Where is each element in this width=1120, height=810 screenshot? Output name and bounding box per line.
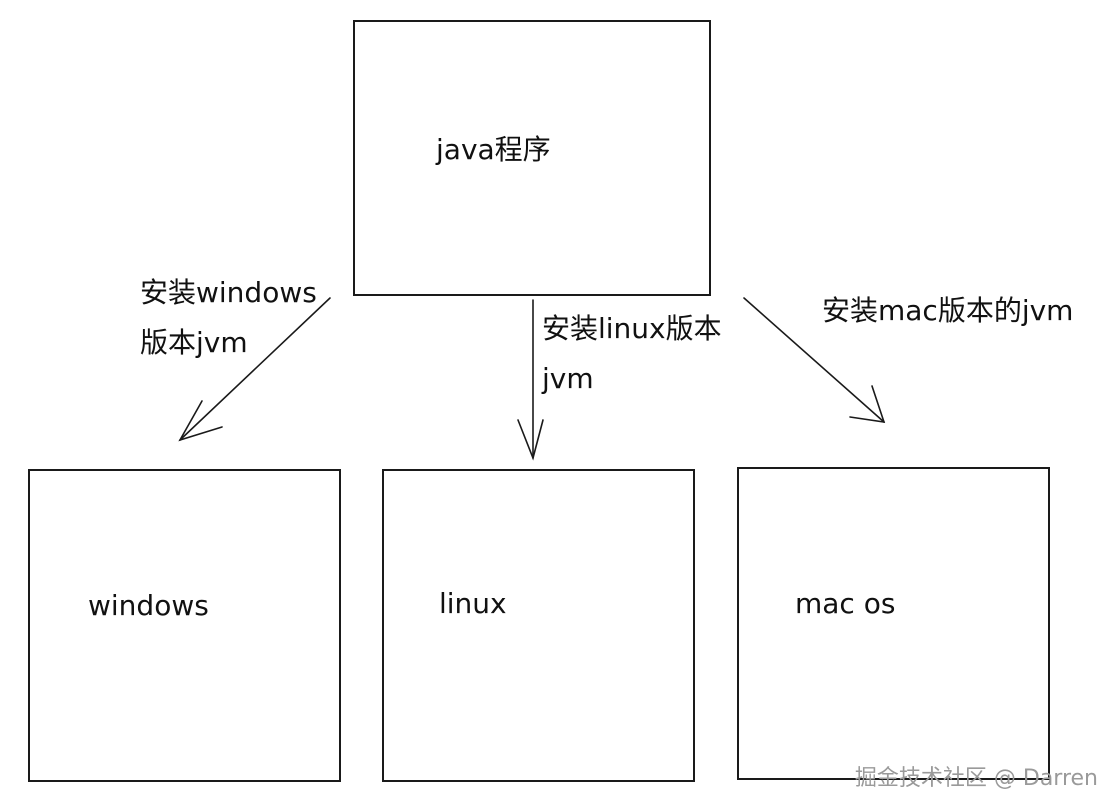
arrow-to-windows-head [178,400,223,442]
edge-label-mac: 安装mac版本的jvm [822,286,1073,336]
linux-label: linux [439,587,507,620]
windows-box [28,469,341,782]
java-program-box [353,20,711,296]
windows-label: windows [88,589,209,622]
edge-label-linux: 安装linux版本 jvm [542,304,722,404]
java-program-label: java程序 [436,133,551,166]
arrow-to-linux-head [517,419,544,461]
edge-label-windows-line1: 安装windows [140,276,317,309]
mac-os-label: mac os [795,587,896,620]
arrow-to-mac-head [849,385,886,423]
edge-label-windows: 安装windows 版本jvm [140,268,317,368]
watermark: 掘金技术社区 @ Darren [854,766,1098,791]
edge-label-linux-line2: jvm [542,362,594,395]
edge-label-linux-line1: 安装linux版本 [542,312,722,345]
edge-label-windows-line2: 版本jvm [140,326,248,359]
edge-label-mac-line1: 安装mac版本的jvm [822,294,1074,327]
linux-box [382,469,695,782]
mac-os-box [737,467,1050,780]
